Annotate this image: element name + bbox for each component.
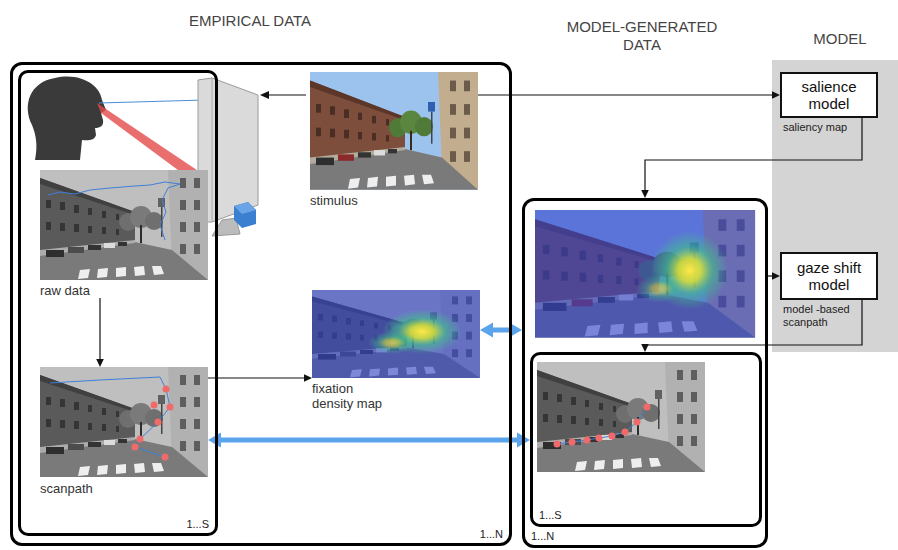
corner-label: 1...N: [531, 530, 554, 543]
arrow-head: [208, 433, 221, 448]
image-panel: stimulus: [310, 72, 478, 208]
arrow-head: [304, 374, 312, 382]
column-heading: MODEL-GENERATED DATA: [562, 18, 722, 54]
arrow-head: [96, 359, 104, 367]
connector-line: [645, 300, 862, 346]
connector-line: [218, 438, 519, 443]
image-caption: stimulus: [310, 193, 478, 208]
image-caption: scanpath: [40, 481, 208, 496]
comparison-arrow: [480, 323, 522, 338]
connector-line: [490, 328, 511, 333]
image-panel: raw data: [40, 170, 208, 298]
connector-line: [478, 94, 774, 95]
arrow-head: [480, 323, 493, 338]
flow-arrow: [768, 272, 780, 280]
corner-label: 1...S: [186, 518, 209, 531]
group-frame: 1...N 1...S: [522, 198, 768, 548]
group-frame: 1...S raw data scanpath: [18, 70, 218, 536]
connector-line: [208, 377, 306, 378]
image-panel: fixation density map: [312, 290, 480, 411]
image-caption: fixation density map: [312, 381, 394, 411]
flow-arrow: [641, 300, 862, 352]
corner-label: 1...N: [480, 528, 503, 541]
group-frame: 1...S: [530, 352, 762, 527]
process-box: salience model: [780, 72, 878, 118]
process-box: gaze shift model: [780, 252, 878, 300]
arrow-head: [772, 272, 780, 280]
arrow-head: [641, 190, 649, 198]
box-label: gaze shift model: [787, 259, 871, 293]
image-caption: raw data: [40, 283, 208, 298]
edge-label: model -based scanpath: [783, 303, 855, 329]
connector-line: [645, 118, 862, 192]
comparison-arrow: [208, 433, 530, 448]
box-label: salience model: [787, 78, 871, 112]
arrow-head: [641, 344, 649, 352]
image-panel: scanpath: [40, 367, 208, 496]
group-frame: 1...N 1...S raw data scanpath stimulus fixati…: [10, 62, 512, 546]
flow-arrow: [641, 118, 862, 198]
connector-line: [99, 298, 100, 361]
flow-arrow: [478, 91, 780, 99]
corner-label: 1...S: [539, 509, 562, 522]
edge-label: saliency map: [783, 121, 859, 134]
column-heading: EMPIRICAL DATA: [150, 12, 350, 30]
column-heading: MODEL: [805, 30, 875, 48]
flow-arrow: [208, 374, 312, 382]
flow-arrow: [96, 298, 104, 367]
arrow-head: [772, 91, 780, 99]
